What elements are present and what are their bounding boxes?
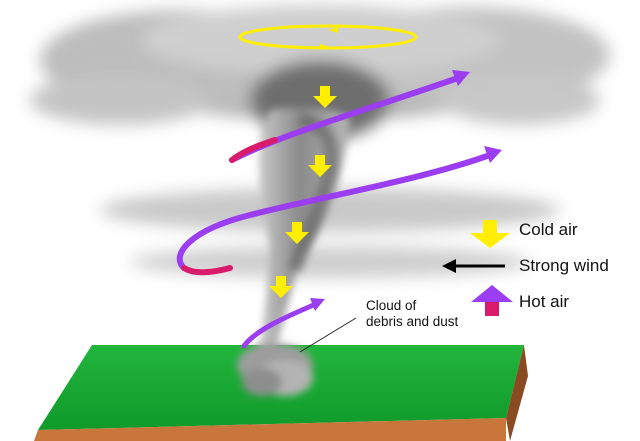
ground-side-front — [34, 418, 506, 441]
cold-air-arrow — [285, 222, 309, 244]
cold-air-arrows — [269, 86, 337, 298]
strong-wind-legend-icon — [442, 259, 505, 273]
debris-annotation-line2: debris and dust — [366, 314, 459, 329]
hot-air-arrowhead — [452, 70, 470, 86]
hot-air-spiral-segment — [181, 265, 233, 276]
cold-air-arrow — [313, 86, 337, 108]
hot-air-arrowhead — [484, 146, 502, 163]
cold-air-arrow — [269, 276, 293, 298]
debris-annotation: Cloud of debris and dust — [366, 298, 458, 330]
hot-air-arrowhead — [310, 298, 325, 311]
hot-air-legend-icon — [471, 285, 513, 316]
debris-cloud — [237, 343, 313, 396]
cold-air-legend-icon — [470, 220, 510, 248]
debris-leader-line — [299, 317, 357, 353]
legend-label-cold-air: Cold air — [519, 220, 578, 239]
debris-annotation-line1: Cloud of — [366, 298, 417, 313]
ground-side-right — [506, 345, 528, 441]
rotation-ring — [238, 24, 418, 50]
storm-cloud — [30, 5, 610, 278]
hot-air-spiral-segment — [229, 137, 278, 163]
legend — [442, 220, 513, 316]
hot-air-spiral-segment — [176, 152, 493, 271]
legend-label-hot-air: Hot air — [519, 292, 570, 311]
hot-air-spiral-segment — [241, 301, 319, 349]
hot-air-spiral — [176, 70, 502, 349]
cold-air-arrow — [308, 155, 332, 177]
legend-label-strong-wind: Strong wind — [519, 256, 609, 275]
